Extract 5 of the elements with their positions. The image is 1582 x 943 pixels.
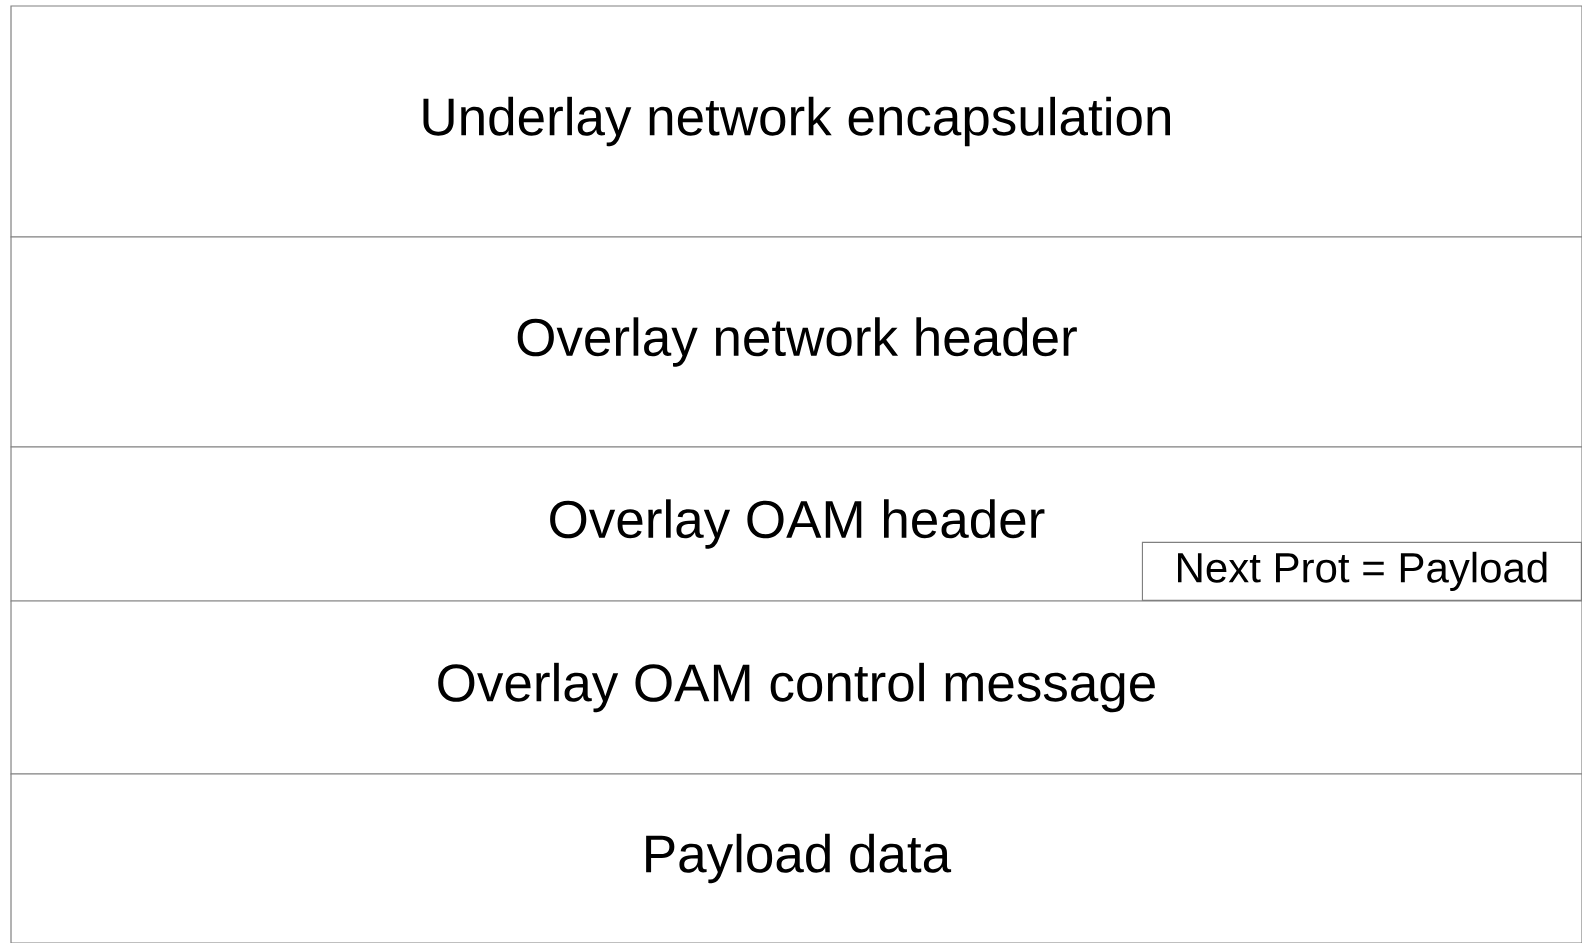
layer-box: Payload data: [10, 773, 1582, 943]
field-box: Next Prot = Payload: [1141, 541, 1582, 601]
layer-box: Overlay network header: [10, 236, 1582, 448]
layer-box: Underlay network encapsulation: [10, 5, 1582, 238]
layer-box: Overlay OAM control message: [10, 600, 1582, 775]
